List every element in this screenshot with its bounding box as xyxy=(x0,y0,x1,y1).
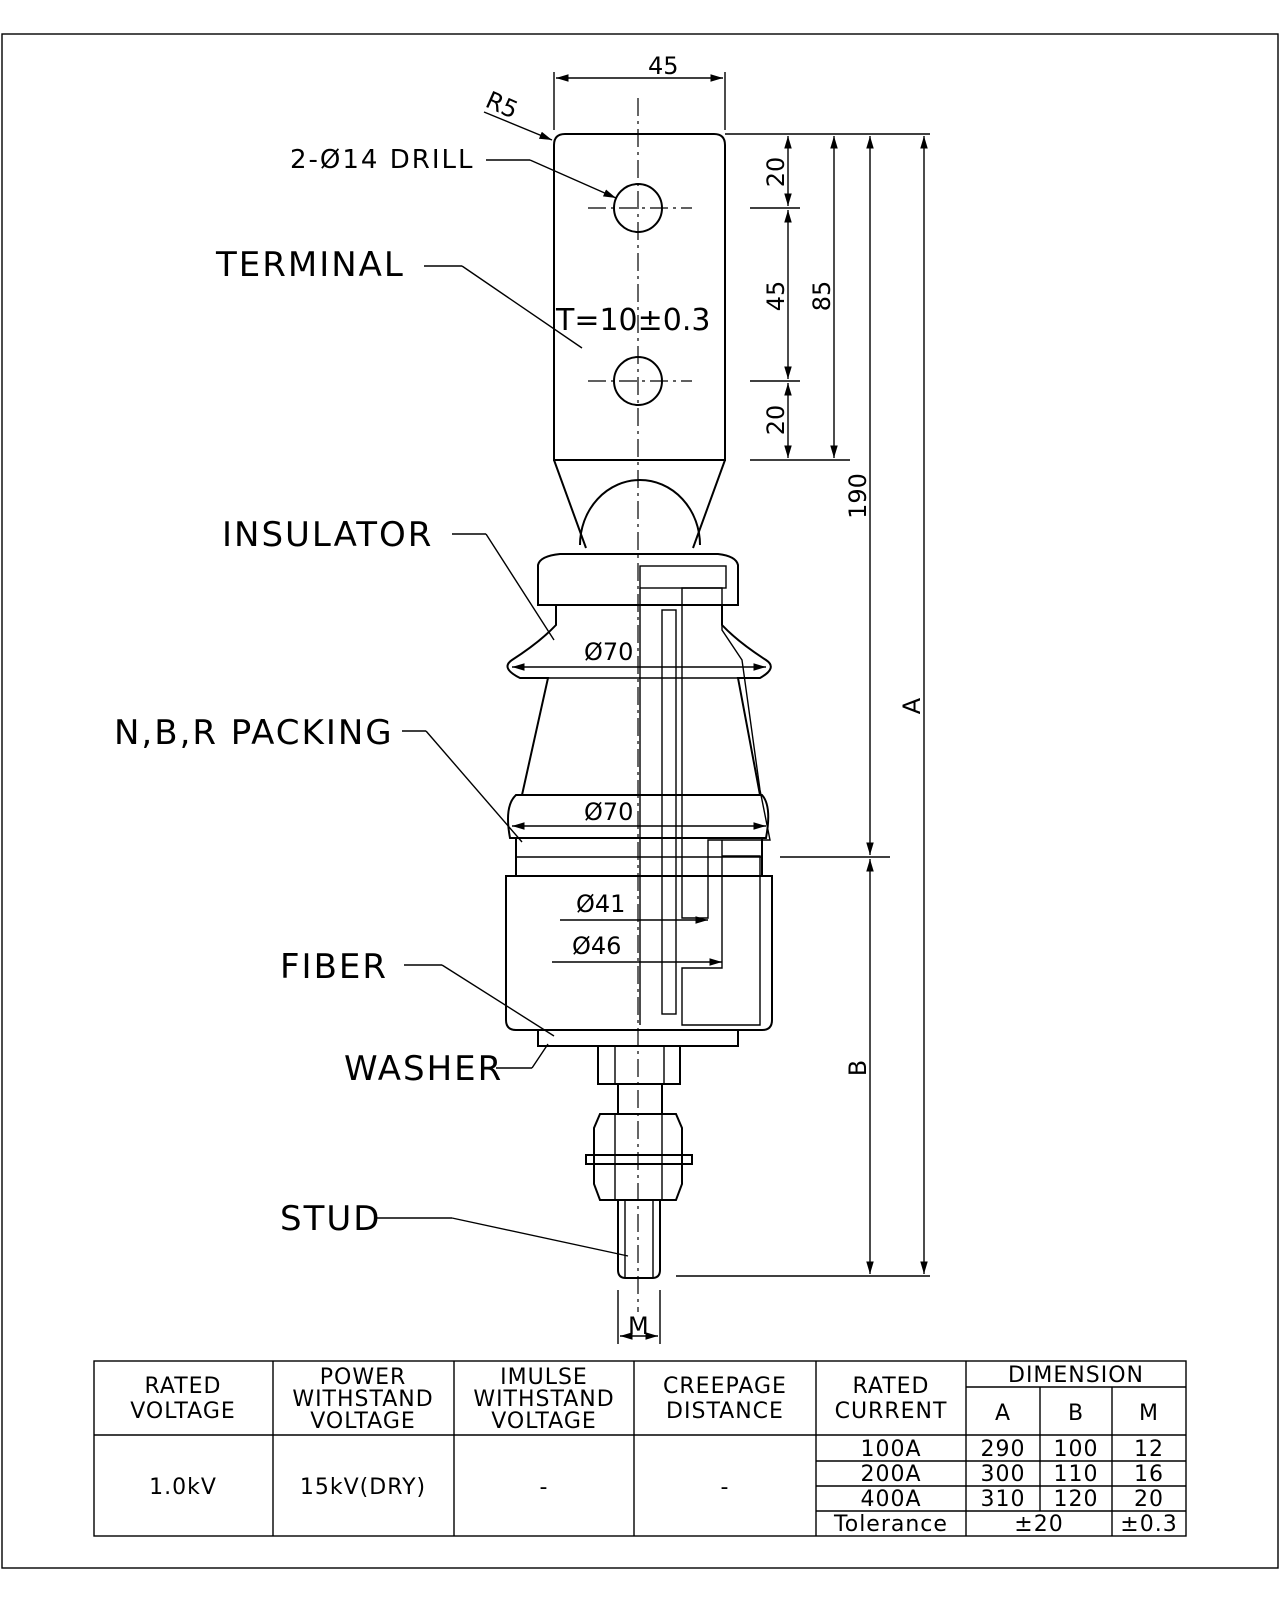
row-current: 100A xyxy=(860,1437,921,1462)
row-dim-A: 300 xyxy=(981,1462,1026,1487)
label-insulator: INSULATOR xyxy=(222,515,433,555)
value-rated-voltage: 1.0kV xyxy=(149,1475,217,1500)
dim-phi70-bottom: Ø70 xyxy=(584,798,633,826)
dim-phi70-top: Ø70 xyxy=(584,638,633,666)
label-terminal: TERMINAL xyxy=(215,245,405,285)
header-impulse-withstand-1: IMULSE xyxy=(500,1365,588,1390)
row-dim-B: 100 xyxy=(1054,1437,1099,1462)
header-impulse-withstand-3: VOLTAGE xyxy=(491,1409,597,1434)
header-impulse-withstand-2: WITHSTAND xyxy=(473,1387,614,1412)
drawing-border xyxy=(1,33,1279,1569)
dim-A: A xyxy=(898,697,926,714)
dim-phi46: Ø46 xyxy=(572,932,621,960)
tolerance-M: ±0.3 xyxy=(1120,1512,1177,1537)
tolerance-AB: ±20 xyxy=(1014,1512,1063,1537)
insulator-body xyxy=(505,553,773,1047)
header-rated-voltage-1: RATED xyxy=(144,1374,221,1399)
header-power-withstand-2: WITHSTAND xyxy=(292,1387,433,1412)
header-dimension: DIMENSION xyxy=(1008,1363,1144,1388)
header-power-withstand-1: POWER xyxy=(320,1365,407,1390)
dim-20-top: 20 xyxy=(762,157,790,188)
terminal-part xyxy=(553,133,726,549)
row-current: 200A xyxy=(860,1462,921,1487)
row-dim-B: 120 xyxy=(1054,1487,1099,1512)
row-dim-A: 290 xyxy=(981,1437,1026,1462)
row-dim-M: 20 xyxy=(1134,1487,1164,1512)
label-stud: STUD xyxy=(280,1199,381,1239)
dim-190: 190 xyxy=(844,473,872,519)
row-dim-M: 12 xyxy=(1134,1437,1164,1462)
value-creepage: - xyxy=(721,1475,730,1500)
header-rated-current-1: RATED xyxy=(852,1374,929,1399)
header-dim-A: A xyxy=(995,1401,1011,1426)
header-creepage-2: DISTANCE xyxy=(666,1399,784,1424)
label-fiber: FIBER xyxy=(280,947,388,987)
header-power-withstand-3: VOLTAGE xyxy=(310,1409,416,1434)
row-current: 400A xyxy=(860,1487,921,1512)
dimension-lines xyxy=(483,72,930,1344)
row-dim-A: 310 xyxy=(981,1487,1026,1512)
value-impulse-withstand: - xyxy=(540,1475,549,1500)
label-packing: N,B,R PACKING xyxy=(114,713,394,753)
dim-45: 45 xyxy=(762,281,790,312)
row-dim-M: 16 xyxy=(1134,1462,1164,1487)
dim-thickness: T=10±0.3 xyxy=(555,303,710,338)
dim-85: 85 xyxy=(808,281,836,312)
header-dim-B: B xyxy=(1068,1401,1084,1426)
dim-width-45: 45 xyxy=(648,52,679,80)
dim-radius: R5 xyxy=(482,86,523,125)
header-rated-current-2: CURRENT xyxy=(835,1399,948,1424)
tolerance-label: Tolerance xyxy=(833,1512,948,1537)
label-drill: 2-Ø14 DRILL xyxy=(290,145,474,175)
section-hatch xyxy=(639,565,771,1026)
header-dim-M: M xyxy=(1139,1401,1159,1426)
dim-B: B xyxy=(844,1060,872,1076)
stud-part xyxy=(585,1045,693,1279)
label-washer: WASHER xyxy=(344,1049,503,1089)
spec-table xyxy=(93,1360,1187,1537)
dim-20-bottom: 20 xyxy=(762,405,790,436)
row-dim-B: 110 xyxy=(1054,1462,1099,1487)
dim-M: M xyxy=(628,1312,649,1340)
header-creepage-1: CREEPAGE xyxy=(663,1374,787,1399)
dim-phi41: Ø41 xyxy=(576,890,625,918)
value-power-withstand: 15kV(DRY) xyxy=(300,1475,426,1500)
label-leaders xyxy=(376,265,629,1257)
header-rated-voltage-2: VOLTAGE xyxy=(130,1399,236,1424)
